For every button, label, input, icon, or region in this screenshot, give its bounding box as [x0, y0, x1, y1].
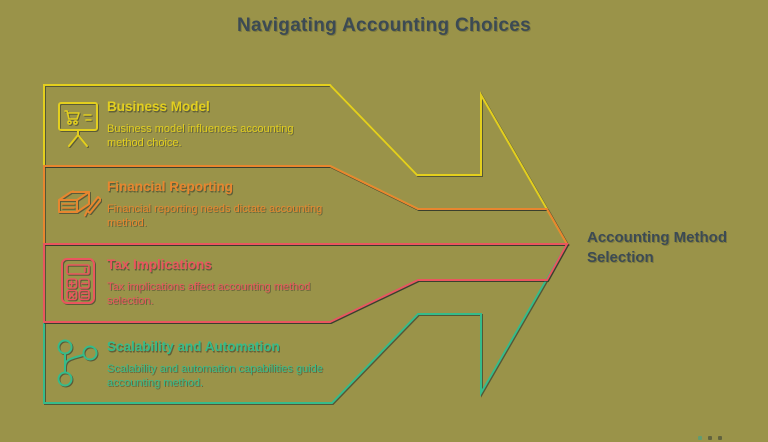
- page-title: Navigating Accounting Choices: [236, 15, 532, 36]
- band-title: Scalability and Automation: [107, 339, 280, 354]
- band-title: Business Model: [107, 99, 210, 114]
- band-title: Tax Implications: [107, 257, 212, 272]
- band-shape-tax-implications: [43, 243, 569, 323]
- band-item-tax-implications: Tax Implications Tax implications affect…: [55, 256, 355, 309]
- band-description: Scalability and automation capabilities …: [107, 363, 323, 390]
- band-item-financial-reporting: Financial Reporting Financial reporting …: [55, 178, 355, 231]
- band-item-scalability-automation: Scalability and Automation Scalability a…: [55, 338, 355, 391]
- cropped-watermark: [698, 436, 722, 442]
- band-item-business-model: Business Model Business model influences…: [55, 98, 355, 151]
- report-stack-pen-icon: [55, 178, 101, 228]
- calculator-icon: [55, 256, 101, 306]
- branch-network-icon: [55, 338, 101, 388]
- outcome-label: Accounting Method Selection: [587, 229, 727, 267]
- band-description: Financial reporting needs dictate accoun…: [107, 203, 323, 230]
- band-description: Business model influences accounting met…: [107, 123, 294, 150]
- presentation-cart-icon: [55, 98, 101, 148]
- band-title: Financial Reporting: [107, 179, 234, 194]
- band-description: Tax implications affect accounting metho…: [107, 281, 311, 308]
